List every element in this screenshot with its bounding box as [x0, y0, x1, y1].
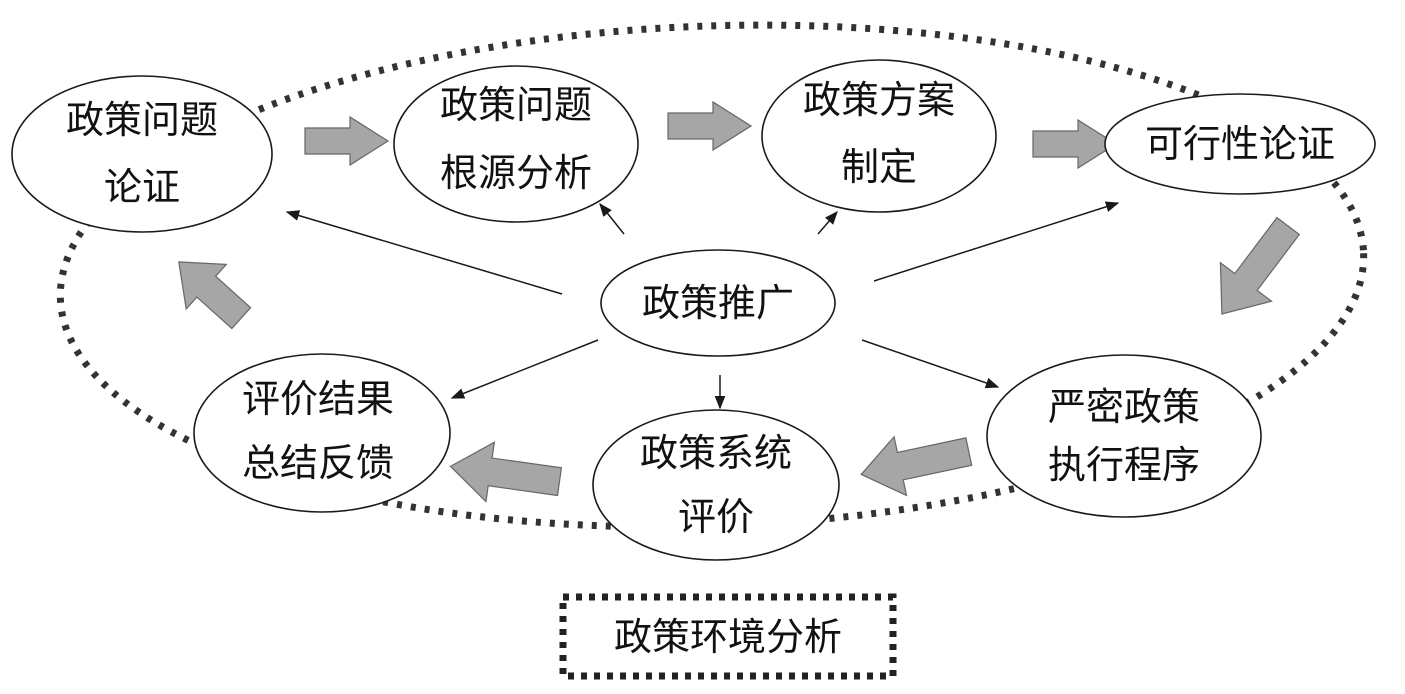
node-feedback: 评价结果 总结反馈: [193, 353, 451, 513]
flow-arrow-4: [1219, 216, 1301, 315]
node-scheme-design-line2: 制定: [841, 145, 917, 189]
node-feedback-line1: 评价结果: [242, 377, 394, 421]
flow-arrow-3: [1032, 118, 1118, 170]
flow-arrow-5: [860, 435, 973, 497]
flow-arrow-2: [667, 100, 753, 152]
node-strict-execution-line1: 严密政策: [1048, 385, 1200, 429]
node-feasibility-line1: 可行性论证: [1145, 122, 1335, 166]
node-problem-argument-line2: 论证: [104, 165, 180, 209]
node-root-cause: 政策问题 根源分析: [393, 65, 639, 223]
node-feedback-line2: 总结反馈: [242, 441, 394, 485]
spoke-to-feasibility: [873, 201, 1120, 282]
flow-arrow-7: [178, 261, 252, 330]
node-problem-argument-line1: 政策问题: [66, 98, 218, 142]
legend-box: [559, 593, 897, 680]
flow-arrow-6: [449, 441, 563, 503]
node-strict-execution: 严密政策 执行程序: [986, 354, 1262, 518]
spoke-to-root-cause: [599, 202, 625, 235]
node-system-evaluation: 政策系统 评价: [592, 409, 840, 561]
spoke-to-feedback: [450, 339, 599, 399]
node-root-cause-line2: 根源分析: [440, 151, 592, 195]
node-scheme-design-line1: 政策方案: [803, 78, 955, 122]
node-scheme-design: 政策方案 制定: [761, 59, 997, 213]
legend: 政策环境分析: [559, 593, 897, 680]
node-strict-execution-line2: 执行程序: [1048, 443, 1200, 487]
flow-arrow-1: [304, 115, 390, 167]
node-promotion: 政策推广: [600, 249, 836, 357]
node-feasibility: 可行性论证: [1104, 93, 1376, 195]
legend-label: 政策环境分析: [614, 615, 842, 659]
node-root-cause-line1: 政策问题: [440, 83, 592, 127]
node-promotion-line1: 政策推广: [642, 281, 794, 325]
node-system-evaluation-line2: 评价: [678, 495, 754, 539]
node-problem-argument: 政策问题 论证: [11, 75, 273, 233]
spoke-to-problem-argument: [285, 210, 563, 295]
spoke-to-scheme-design: [817, 210, 838, 235]
spoke-to-strict-execution: [861, 339, 1000, 389]
node-system-evaluation-line1: 政策系统: [640, 431, 792, 475]
